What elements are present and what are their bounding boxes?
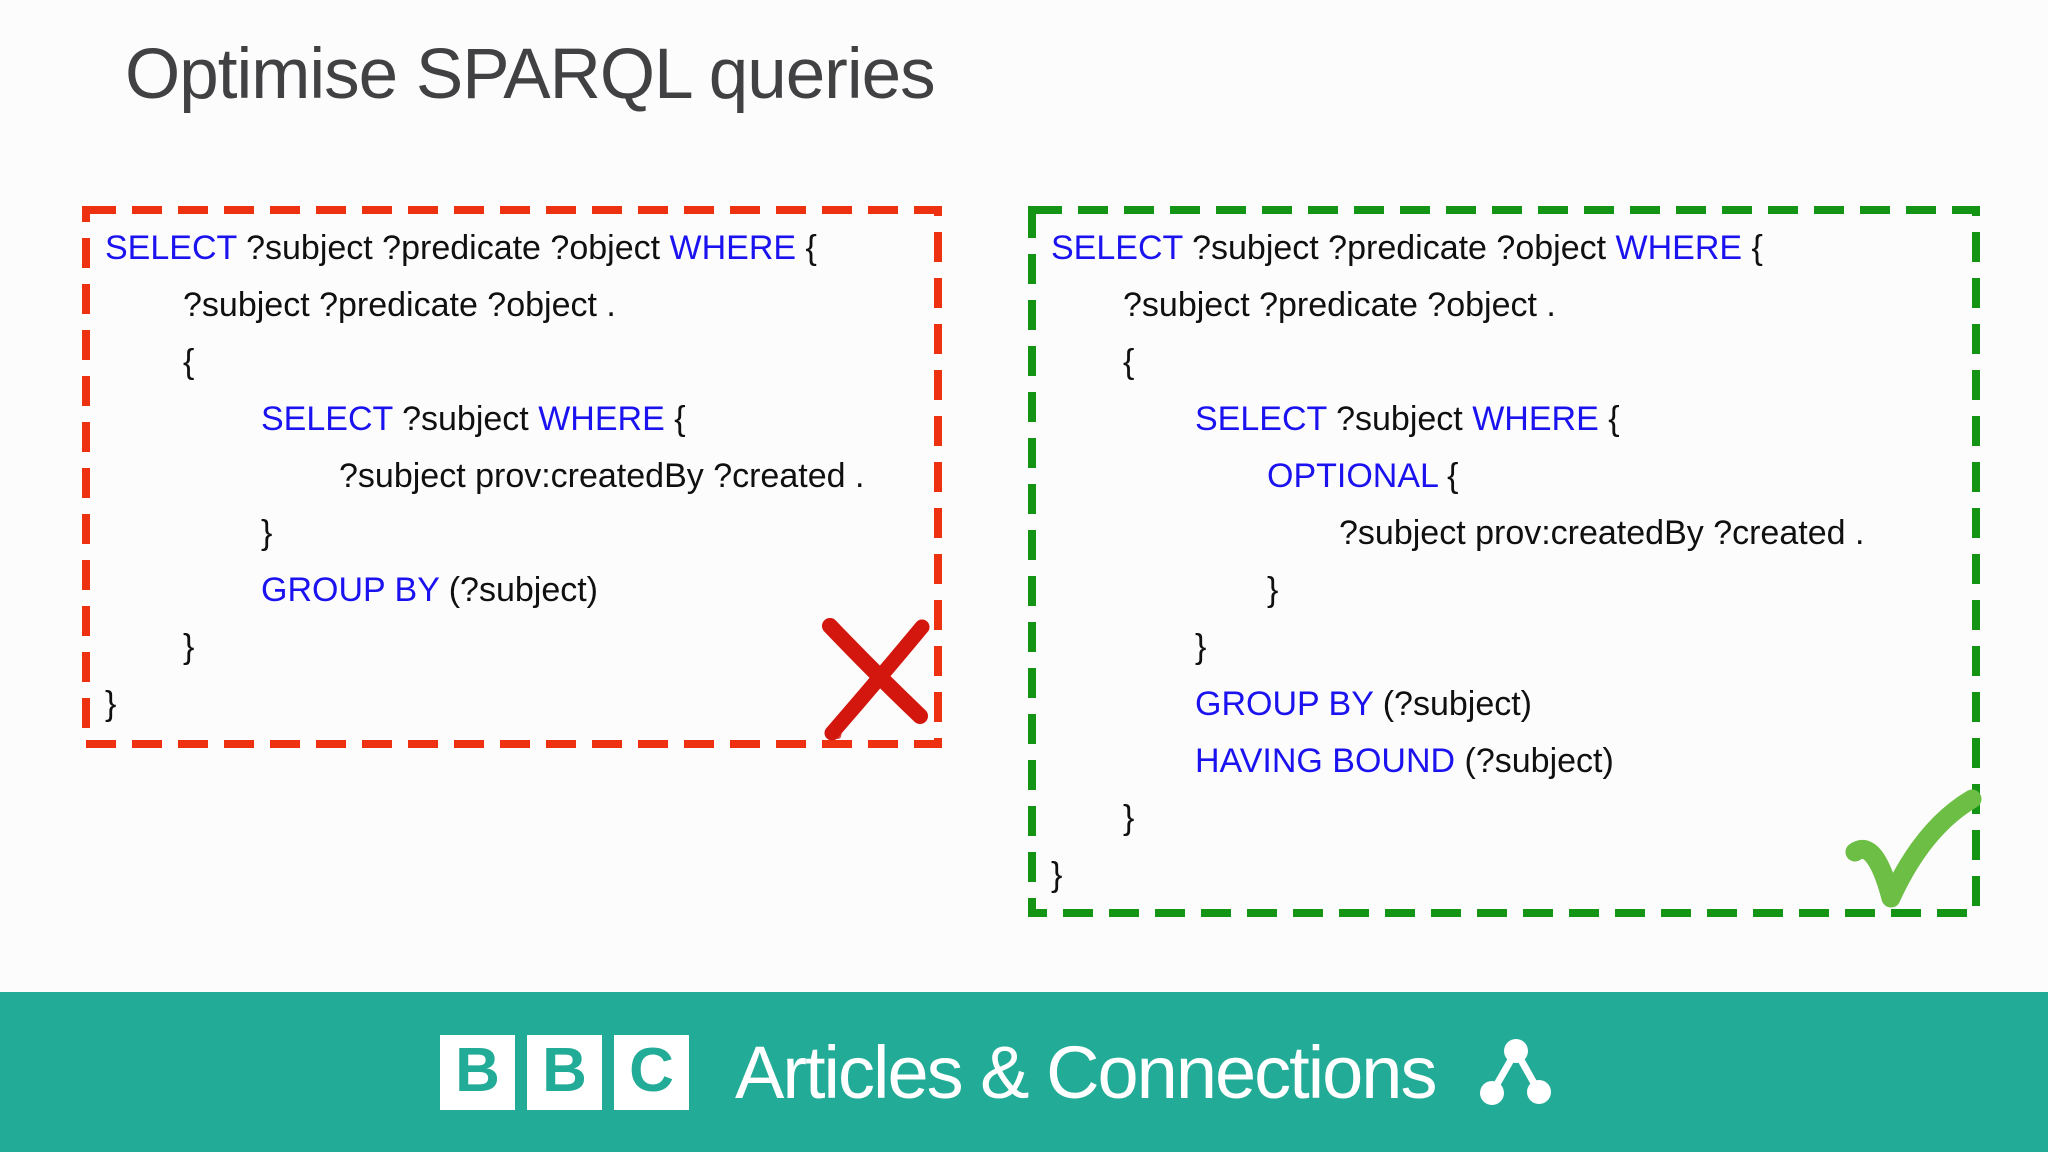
sparql-text: } (261, 514, 273, 552)
bad-query-panel: SELECT ?subject ?predicate ?object WHERE… (82, 206, 942, 748)
sparql-keyword: WHERE (1615, 229, 1743, 267)
sparql-text: } (1195, 628, 1207, 666)
sparql-keyword: WHERE (1472, 400, 1599, 438)
code-line: { (105, 334, 942, 391)
sparql-keyword: WHERE (538, 400, 665, 438)
sparql-text: { (664, 400, 686, 438)
sparql-text: { (183, 343, 195, 381)
code-line: ?subject prov:createdBy ?created . (1051, 505, 1980, 562)
code-line: } (1051, 790, 1980, 847)
page-title: Optimise SPARQL queries (125, 35, 936, 114)
sparql-text: ?subject (1326, 400, 1473, 438)
sparql-keyword: GROUP BY (261, 571, 440, 609)
sparql-text: ?subject prov:createdBy ?created . (1339, 514, 1865, 552)
sparql-text: ?subject ?predicate ?object . (183, 286, 616, 324)
bbc-logo-block: B (440, 1034, 515, 1110)
code-line: SELECT ?subject ?predicate ?object WHERE… (1051, 220, 1980, 277)
sparql-text: (?subject) (1455, 742, 1614, 780)
code-line: } (1051, 847, 1980, 904)
sparql-keyword: SELECT (105, 229, 237, 267)
sparql-text: ?subject ?predicate ?object (1182, 229, 1616, 267)
sparql-text: { (1123, 343, 1135, 381)
code-line: ?subject ?predicate ?object . (105, 277, 942, 334)
sparql-text: } (1267, 571, 1279, 609)
code-line: SELECT ?subject ?predicate ?object WHERE… (105, 220, 942, 277)
sparql-text: } (105, 685, 117, 723)
sparql-text: { (1742, 229, 1763, 267)
sparql-keyword: OPTIONAL (1267, 457, 1438, 495)
sparql-text: { (796, 229, 817, 267)
sparql-keyword: SELECT (1051, 229, 1183, 267)
check-mark-icon (1845, 789, 1982, 908)
sparql-keyword: GROUP BY (1195, 685, 1374, 723)
brand-text: Articles & Connections (735, 1030, 1437, 1114)
code-line: GROUP BY (?subject) (105, 562, 942, 619)
code-line: HAVING BOUND (?subject) (1051, 733, 1980, 790)
sparql-text: } (183, 628, 195, 666)
sparql-text: ?subject (392, 400, 539, 438)
good-query-panel: SELECT ?subject ?predicate ?object WHERE… (1028, 206, 1980, 917)
sparql-text: ?subject ?predicate ?object . (1123, 286, 1556, 324)
sparql-text: } (1051, 856, 1063, 894)
code-line: GROUP BY (?subject) (1051, 676, 1980, 733)
code-line: SELECT ?subject WHERE { (105, 391, 942, 448)
code-line: ?subject prov:createdBy ?created . (105, 448, 942, 505)
sparql-text: ?subject ?predicate ?object (236, 229, 670, 267)
code-line: OPTIONAL { (1051, 448, 1980, 505)
sparql-keyword: SELECT (1195, 400, 1327, 438)
footer-banner: B B C Articles & Connections (0, 992, 2048, 1152)
sparql-keyword: SELECT (261, 400, 393, 438)
code-line: SELECT ?subject WHERE { (1051, 391, 1980, 448)
bbc-logo: B B C (440, 1034, 689, 1110)
code-line: } (105, 676, 942, 733)
sparql-keyword: WHERE (669, 229, 797, 267)
sparql-keyword: HAVING BOUND (1195, 742, 1456, 780)
graph-nodes-icon (1480, 1039, 1552, 1105)
sparql-text: { (1598, 400, 1620, 438)
x-mark-icon (822, 618, 930, 741)
sparql-text: } (1123, 799, 1135, 837)
code-line: } (1051, 562, 1980, 619)
sparql-text: (?subject) (1373, 685, 1532, 723)
sparql-text: { (1437, 457, 1459, 495)
code-line: } (105, 619, 942, 676)
code-line: { (1051, 334, 1980, 391)
code-line: } (1051, 619, 1980, 676)
footer-brand-row: B B C Articles & Connections (440, 992, 1555, 1152)
bbc-logo-block: C (614, 1034, 689, 1110)
code-line: ?subject ?predicate ?object . (1051, 277, 1980, 334)
sparql-text: (?subject) (439, 571, 598, 609)
bbc-logo-block: B (527, 1034, 602, 1110)
sparql-text: ?subject prov:createdBy ?created . (339, 457, 865, 495)
code-line: } (105, 505, 942, 562)
